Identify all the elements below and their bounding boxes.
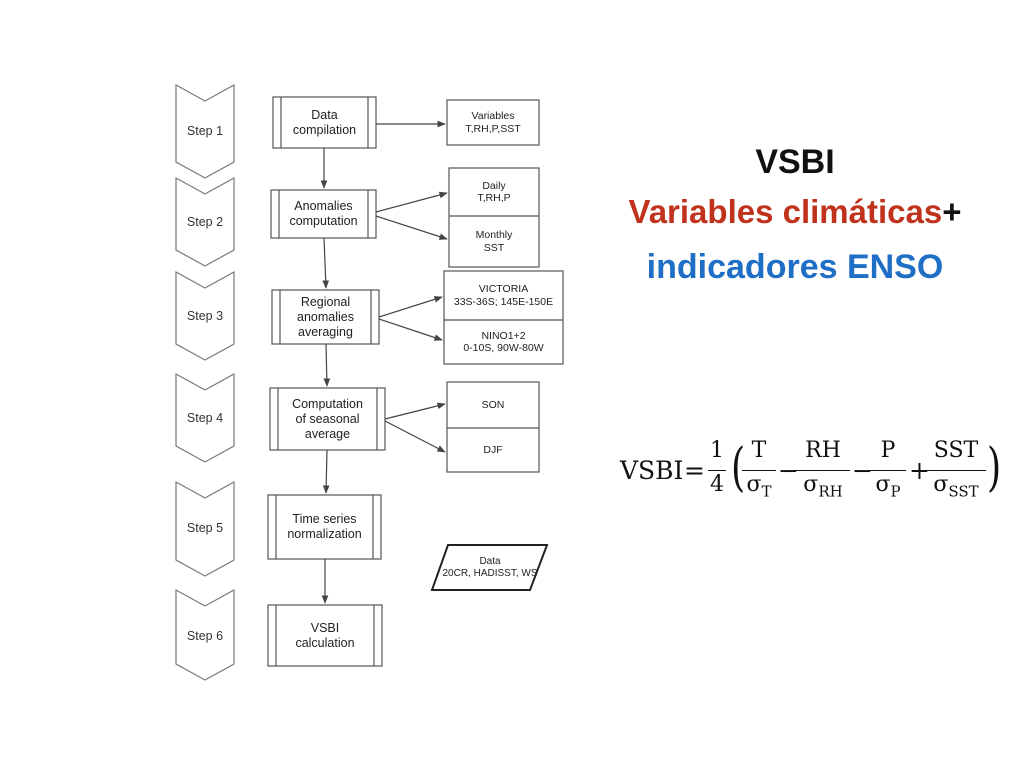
output-nino: NINO1+2 0-10S, 90W-80W	[463, 329, 544, 355]
step-5-label: Step 5	[187, 521, 223, 535]
step-5-chevron: Step 5	[175, 480, 235, 577]
title-plus: +	[942, 193, 962, 230]
process-regional-averaging: Regional anomalies averaging	[297, 294, 354, 339]
step-6-label: Step 6	[187, 629, 223, 643]
formula-term-t-num: T	[751, 438, 767, 463]
formula-rparen: )	[987, 438, 1002, 498]
sigma-t-sub: T	[761, 482, 772, 501]
formula-frac-num: 1	[710, 438, 724, 463]
sigma-sst-sub: SST	[948, 482, 979, 501]
process-time-series-normalization: Time series normalization	[287, 512, 362, 541]
sigma-sst: σ	[933, 472, 949, 497]
process-box-6	[267, 604, 383, 667]
output-victoria: VICTORIA 33S-36S; 145E-150E	[453, 283, 554, 308]
step-2-label: Step 2	[187, 215, 223, 229]
output-monthly: Monthly SST	[475, 229, 513, 254]
step-4-chevron: Step 4	[175, 372, 235, 463]
output-box-daily-monthly	[448, 167, 540, 268]
sigma-p: σ	[875, 472, 891, 497]
formula-plus: +	[909, 456, 930, 485]
formula-term-p-bar	[870, 470, 906, 471]
data-source-shape	[430, 544, 549, 591]
title-vsbi: VSBI	[755, 143, 835, 181]
process-box-5	[267, 494, 382, 560]
formula-frac-den: 4	[710, 472, 724, 497]
process-anomalies-computation: Anomalies computation	[289, 199, 358, 228]
step-3-chevron: Step 3	[175, 270, 235, 361]
formula-term-p-den: σP	[870, 472, 906, 500]
output-djf: DJF	[483, 443, 503, 456]
vsbi-formula: VSBI = 1 4 ( T σT − RH σRH − P σP + SST …	[620, 432, 1002, 512]
sigma-rh: σ	[803, 472, 819, 497]
step-3-label: Step 3	[187, 309, 223, 323]
sigma-t: σ	[746, 472, 762, 497]
formula-frac-bar	[708, 470, 726, 471]
formula-term-sst-bar	[926, 470, 986, 471]
step-6-chevron: Step 6	[175, 588, 235, 681]
data-source-label: Data 20CR, HADISST, WS	[442, 555, 538, 580]
formula-term-rh-den: σRH	[796, 472, 850, 500]
formula-equals: =	[684, 456, 705, 485]
output-son: SON	[481, 398, 505, 411]
formula-term-rh-num: RH	[805, 438, 841, 463]
step-4-label: Step 4	[187, 411, 223, 425]
formula-minus-2: −	[852, 456, 873, 485]
output-box-seasons	[446, 381, 540, 473]
output-variables: Variables T,RH,P,SST	[465, 110, 521, 135]
process-vsbi-calculation: VSBI calculation	[295, 620, 355, 650]
process-seasonal-average: Computation of seasonal average	[292, 396, 363, 441]
sigma-rh-sub: RH	[818, 482, 843, 501]
title-indicadores-enso: indicadores ENSO	[646, 248, 944, 286]
output-daily: Daily T,RH,P	[477, 179, 511, 205]
step-2-chevron: Step 2	[175, 176, 235, 267]
output-box-regions	[443, 270, 564, 365]
formula-term-t-bar	[742, 470, 776, 471]
sigma-p-sub: P	[890, 482, 901, 501]
formula-lparen: (	[731, 438, 746, 498]
formula-lhs: VSBI	[620, 456, 684, 485]
output-box-variables	[446, 99, 540, 146]
formula-term-t-den: σT	[742, 472, 776, 500]
process-box-2	[270, 189, 377, 239]
formula-minus-1: −	[778, 456, 799, 485]
process-data-compilation: Data compilation	[292, 107, 357, 137]
process-box-3	[271, 289, 380, 345]
step-1-chevron: Step 1	[175, 83, 235, 179]
step-1-label: Step 1	[187, 124, 223, 138]
formula-term-p-num: P	[880, 438, 896, 463]
formula-term-rh-bar	[796, 470, 850, 471]
title-variables-climaticas: Variables climáticas+	[560, 193, 1024, 231]
process-box-4	[269, 387, 386, 451]
formula-term-sst-den: σSST	[926, 472, 986, 500]
title-variables-text: Variables climáticas	[628, 193, 943, 230]
formula-term-sst-num: SST	[933, 438, 979, 463]
